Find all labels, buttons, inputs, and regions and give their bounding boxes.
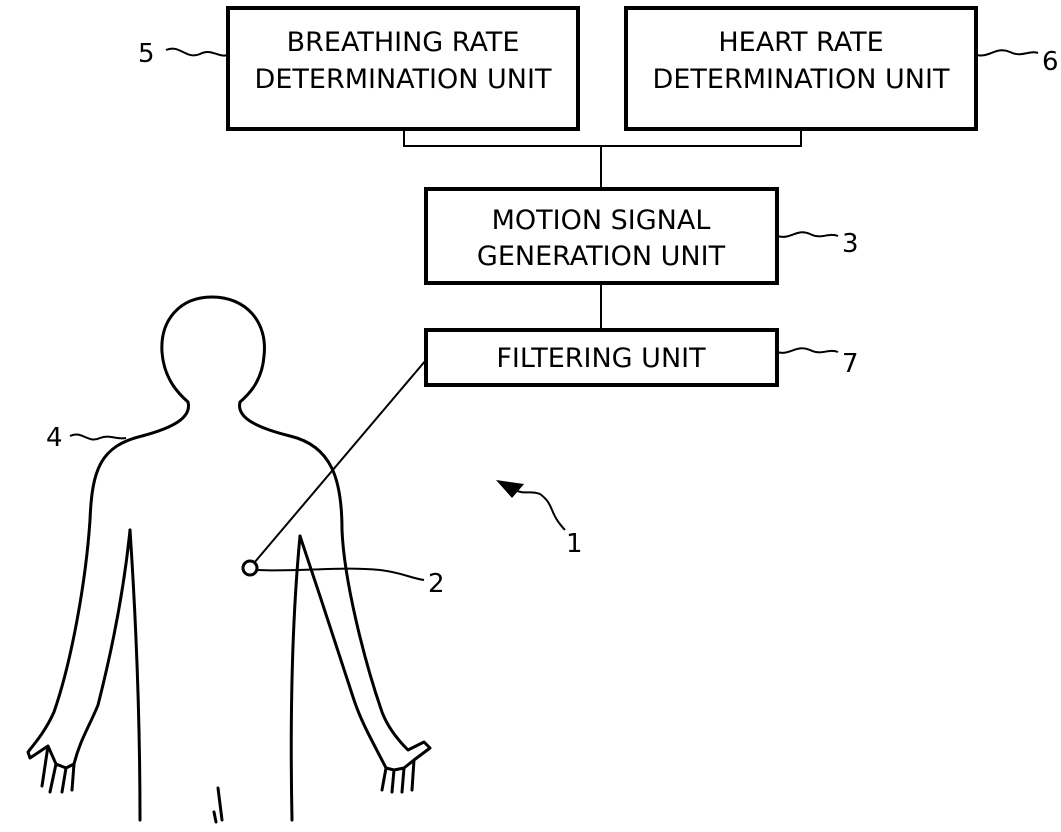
ref-6-label: 6 <box>1042 47 1059 77</box>
motion-signal-unit: MOTION SIGNAL GENERATION UNIT <box>424 187 779 285</box>
motion-signal-box <box>424 187 779 285</box>
torso-left-side <box>128 528 142 822</box>
filter-to-sensor-cable <box>253 359 427 564</box>
ref-7-leader <box>776 347 839 354</box>
ref-3-leader <box>776 231 839 238</box>
body-outline-left <box>26 295 214 794</box>
system-arrow <box>496 480 566 531</box>
motion-signal-label-line1: MOTION SIGNAL <box>492 205 711 236</box>
ref-1-label: 1 <box>566 529 583 559</box>
heart-rate-box <box>624 6 978 131</box>
ref-2-label: 2 <box>428 569 445 599</box>
ref-6-leader <box>975 49 1039 57</box>
system-arrow-head-icon <box>496 480 524 498</box>
sensor-icon <box>241 559 259 577</box>
heart-rate-unit: HEART RATE DETERMINATION UNIT <box>624 6 978 131</box>
torso-center-line <box>212 786 224 824</box>
reference-labels: 5 6 3 7 4 2 1 <box>46 39 1059 599</box>
connection-wires <box>253 130 802 564</box>
breathing-rate-label-line1: BREATHING RATE <box>287 27 520 58</box>
filtering-label: FILTERING UNIT <box>496 343 706 374</box>
ref-5-leader <box>165 47 229 57</box>
heart-rate-label-line2: DETERMINATION UNIT <box>653 64 950 95</box>
ref-5-label: 5 <box>138 39 155 69</box>
ref-4-leader <box>69 433 127 441</box>
bus-line <box>403 130 802 147</box>
human-figure <box>26 295 432 824</box>
filtering-box <box>424 328 779 387</box>
torso-right-side <box>289 534 302 822</box>
ref-7-label: 7 <box>842 349 859 379</box>
breathing-rate-unit: BREATHING RATE DETERMINATION UNIT <box>226 6 580 131</box>
breathing-rate-box <box>226 6 580 131</box>
filtering-unit: FILTERING UNIT <box>424 328 779 387</box>
ref-2-leader <box>257 567 425 581</box>
breathing-rate-label-line2: DETERMINATION UNIT <box>255 64 552 95</box>
body-outline-right <box>210 295 432 794</box>
ref-4-label: 4 <box>46 423 63 453</box>
motion-signal-label-line2: GENERATION UNIT <box>477 241 726 272</box>
ref-3-label: 3 <box>842 229 859 259</box>
heart-rate-label-line1: HEART RATE <box>718 27 883 58</box>
